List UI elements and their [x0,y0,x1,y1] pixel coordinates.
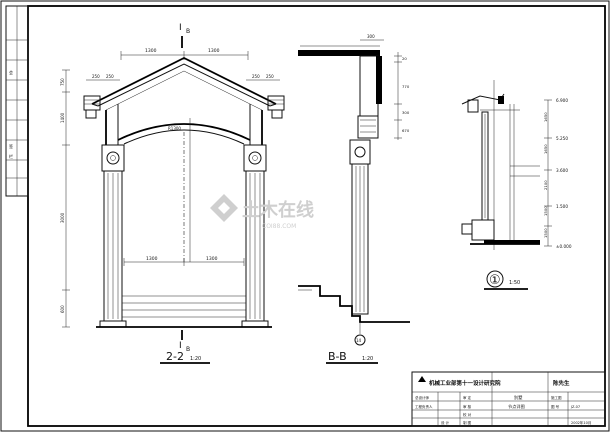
frame-border [27,5,606,427]
elevation-2: 5.250 [556,136,568,141]
cut-mark-bottom-letter: B [186,346,190,353]
elevation-3: 3.600 [556,168,568,173]
view-scale-2-2: 1:20 [190,356,201,362]
capital-right [243,144,267,172]
eave-bracket-left [83,95,101,119]
project-name: 别墅 [514,394,522,401]
dim-left-main: 3000 [60,212,65,223]
dim-roof-left-a: 250 [92,74,100,79]
watermark-site: COI88.COM [262,223,296,230]
col-label-1: 审 定 [463,395,472,400]
col-label-5: 制 图 [463,420,472,425]
dim-roof-left-b: 250 [106,74,114,79]
dim-top-right: 1300 [208,48,220,54]
title-block: 机械工业部第十一设计研究院 陈先生 总设计师 工程负责人 审 定 审 核 校 对… [411,371,606,427]
dim-bottom-right: 1300 [206,256,218,262]
detail-1-scale: 1:50 [509,280,520,286]
column-left [99,170,127,328]
row-label-2: 工程负责人 [415,404,433,409]
steps-2-2 [96,295,272,328]
section-2-2: Ⅰ B 1300 1300 250 250 250 250 [60,23,285,364]
section-b-b: 300 20 770 300 670 14 [298,34,410,364]
dim-bottom-left: 1300 [146,256,158,262]
col-label-2: 审 核 [463,404,472,409]
drawing-no-label: 图 号 [551,404,560,409]
detail-dim-5: 1500 [543,228,548,238]
dim-left-top: 750 [60,78,65,86]
eave-bracket-right [267,95,285,119]
col-label-4: 设 计 [441,420,450,425]
client-name: 陈先生 [553,379,570,387]
dim-roof-right-b: 250 [266,74,274,79]
dim-bb-top: 300 [367,34,375,39]
cut-mark-top-letter: B [186,28,190,35]
date: 2002年10月 [571,420,591,425]
dim-roof-right-a: 250 [252,74,260,79]
side-strip-label-1: 会 [9,69,13,75]
view-scale-b-b: 1:20 [362,356,373,362]
elevation-1: 6.900 [556,98,568,103]
detail-1-bubble [486,270,504,288]
bb-bubble: 14 [356,338,362,343]
detail-dim-1: 1650 [543,112,548,122]
dim-left-mid: 1400 [60,112,65,123]
elevation-5: ±0.000 [556,244,572,249]
detail-1-label: ① [489,273,501,288]
arch-dim: R1300 [168,126,181,131]
side-strip-label-3: 栏 [9,153,13,159]
row-label-1: 总设计师 [415,395,429,400]
watermark: 土木在线 COI88.COM [210,194,314,230]
detail-dim-3: 2100 [543,180,548,190]
dim-bb-right-b: 770 [402,84,410,89]
col-label-3: 校 对 [463,412,472,417]
dim-bb-right-a: 20 [402,56,407,61]
drawing-name: 节点详图 [508,403,525,410]
drawing-no: JZ-07 [570,405,580,409]
stage: 施工图 [551,395,562,400]
watermark-brand: 土木在线 [242,199,314,221]
dim-bb-right-d: 670 [402,128,410,133]
dim-bb-right-c: 300 [402,110,410,115]
column-right [241,170,269,328]
detail-dim-4: 1500 [543,206,548,216]
elevation-4: 1.500 [556,204,568,209]
cut-mark-bottom: Ⅰ [179,341,182,351]
dim-top-left: 1300 [145,48,157,54]
detail-1: 1650 1650 2100 1500 1500 6.900 5.250 3.6… [461,80,572,290]
dim-left-base: 600 [60,305,65,313]
capital-left [101,144,125,172]
view-title-b-b: B-B [328,350,347,363]
institute-name: 机械工业部第十一设计研究院 [428,379,501,387]
detail-dim-2: 1650 [543,144,548,154]
side-strip-label-2: 签 [9,143,13,149]
cut-mark-top: Ⅰ [179,23,182,33]
view-title-2-2: 2-2 [166,350,184,363]
side-strip: 会 签 栏 [5,5,29,197]
